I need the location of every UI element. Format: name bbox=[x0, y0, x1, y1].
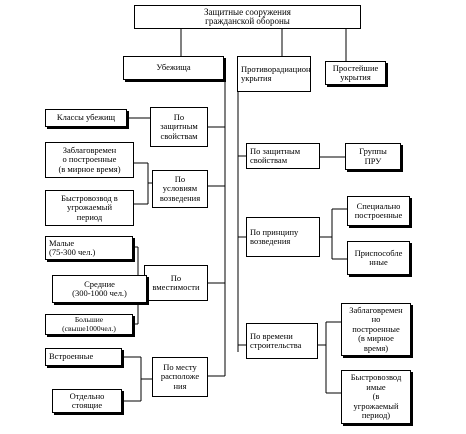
pru-groups-box: Группы ПРУ bbox=[345, 143, 401, 170]
shelter-prebuilt-box: Заблаговремен о построенные (в мирное вр… bbox=[45, 142, 134, 178]
shelter-large-box: Большие (свыше1000чел.) bbox=[45, 314, 133, 335]
shelters-box: Убежища bbox=[123, 56, 224, 80]
shelter-by-construction-box: По условиям возведения bbox=[152, 170, 208, 208]
pru-special-box: Специально построенные bbox=[347, 196, 410, 226]
pru-adapted-box: Приспособле нные bbox=[347, 241, 410, 275]
pru-by-time-box: По времени строительства bbox=[246, 323, 318, 359]
shelter-builtin-box: Встроенные bbox=[45, 348, 122, 366]
pru-rapid-box: Быстровозвод имые (в угрожаемый период) bbox=[341, 370, 411, 424]
radiation-shelters-box: Противорадиационные укрытия bbox=[237, 56, 311, 92]
shelter-by-capacity-box: По вместимости bbox=[144, 265, 208, 301]
root-box: Защитные сооружения гражданской обороны bbox=[134, 5, 361, 29]
shelter-rapid-box: Быстровозвод в угрожаемый период bbox=[45, 190, 134, 226]
shelter-by-location-box: По месту расположе ния bbox=[152, 357, 208, 397]
shelter-medium-box: Средние (300-1000 чел.) bbox=[52, 275, 147, 303]
shelter-by-protection-box: По защитным свойствам bbox=[150, 107, 208, 147]
pru-prebuilt-box: Заблаговремен но построенные (в мирное в… bbox=[341, 303, 411, 356]
pru-by-principle-box: По принципу возведения bbox=[246, 217, 320, 257]
shelter-classes-box: Классы убежищ bbox=[45, 109, 127, 127]
shelter-small-box: Малые (75-300 чел.) bbox=[45, 236, 133, 260]
simple-shelters-box: Простейшие укрытия bbox=[325, 61, 386, 85]
shelter-standalone-box: Отдельно стоящие bbox=[52, 389, 122, 413]
pru-by-protection-box: По защитным свойствам bbox=[246, 143, 320, 169]
